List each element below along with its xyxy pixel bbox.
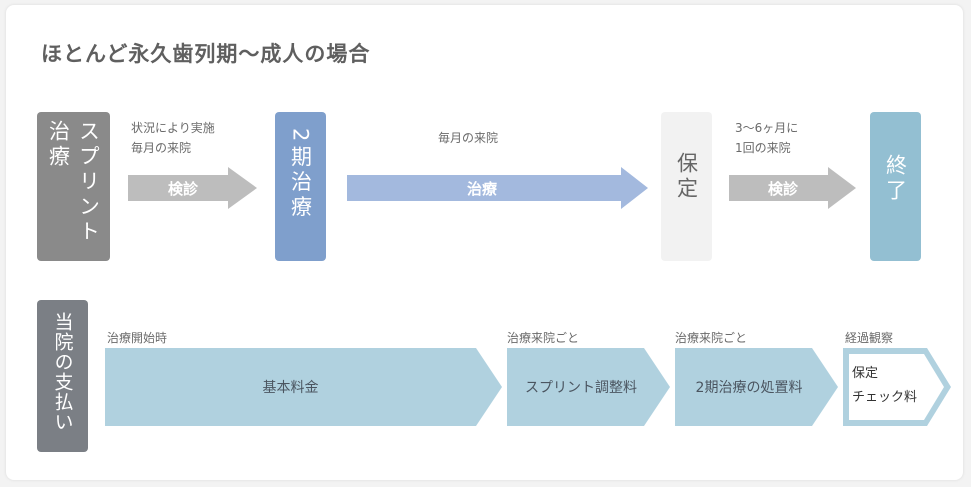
- payment-arrow-4: [843, 348, 951, 426]
- payment-label-4-line1: 保定: [852, 366, 879, 381]
- payment-arrow-1: [105, 348, 502, 426]
- payment-box: 当院の支払い: [37, 300, 88, 452]
- checkup1-label: 検診: [167, 179, 198, 198]
- payment-label-2: スプリント調整料: [525, 380, 637, 396]
- phase2-treatment-label: 2期治療: [288, 128, 313, 221]
- payment-note-3: 治療来院ごと: [675, 331, 748, 345]
- end-box: 終了: [870, 112, 921, 261]
- checkup1-arrow: [128, 167, 257, 209]
- payment-label-4-line2: チェック料: [852, 390, 918, 405]
- end-label: 終了: [883, 154, 908, 204]
- checkup2-note-line1: 3〜6ヶ月に: [735, 121, 799, 135]
- diagram-title: ほとんど永久歯列期〜成人の場合: [41, 42, 371, 66]
- payment-label-1: 基本料金: [262, 380, 319, 396]
- payment-label-3: 2期治療の処置料: [695, 380, 803, 396]
- treatment-label: 治療: [466, 179, 497, 198]
- retention-box: 保定: [661, 112, 712, 261]
- splint-treatment-box: スプリント 治療: [37, 112, 110, 261]
- payment-note-2: 治療来院ごと: [507, 331, 580, 345]
- splint-treatment-col2: 治療: [46, 120, 71, 170]
- checkup1-note-line2: 毎月の来院: [131, 141, 192, 155]
- payment-arrow-2: [507, 348, 670, 426]
- payment-arrow-3: [675, 348, 838, 426]
- checkup2-arrow: [729, 167, 856, 209]
- payment-arrow-2-shape: [507, 348, 670, 426]
- treatment-arrow-shape: [347, 167, 648, 209]
- payment-arrow-3-shape: [675, 348, 838, 426]
- treatment-note: 毎月の来院: [438, 131, 499, 145]
- payment-arrow-1-shape: [105, 348, 502, 426]
- splint-treatment-col1: スプリント: [76, 120, 101, 245]
- payment-label-4: 保定 チェック料: [852, 362, 917, 410]
- payment-label: 当院の支払い: [51, 312, 74, 432]
- checkup2-arrow-shape: [729, 167, 856, 209]
- checkup2-note-line2: 1回の来院: [735, 141, 791, 155]
- treatment-arrow: [347, 167, 648, 209]
- checkup1-arrow-shape: [128, 167, 257, 209]
- retention-label: 保定: [674, 152, 699, 202]
- payment-arrow-4-inner: [849, 354, 944, 420]
- checkup2-label: 検診: [767, 179, 798, 198]
- phase2-treatment-box: 2期治療: [275, 112, 326, 261]
- payment-note-1: 治療開始時: [107, 331, 168, 345]
- checkup1-note-line1: 状況により実施: [131, 121, 215, 135]
- payment-note-4: 経過観察: [845, 331, 894, 345]
